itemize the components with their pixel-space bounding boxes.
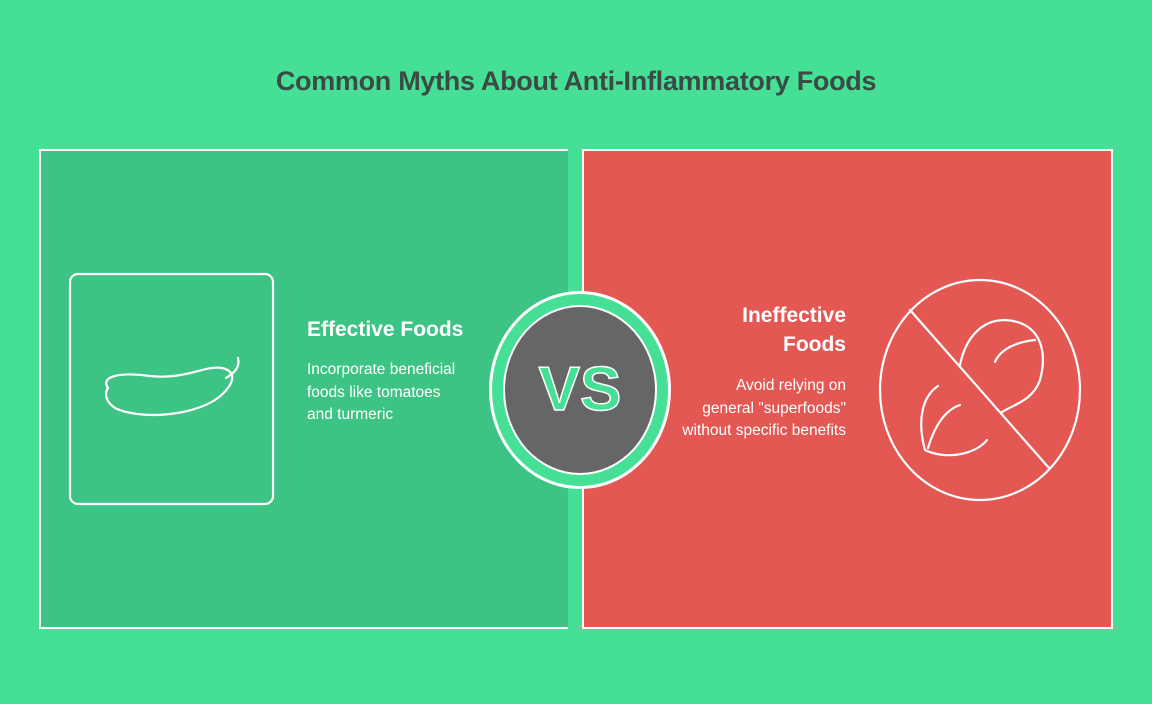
page-title: Common Myths About Anti-Inflammatory Foo… — [275, 66, 877, 96]
effective-foods-heading: Effective Foods — [307, 318, 464, 341]
vs-circle — [489, 149, 671, 630]
no-peanut-icon — [878, 278, 1082, 502]
effective-foods-text: Incorporate beneficial foods like tomato… — [307, 361, 456, 423]
ineffective-foods-text: Avoid relying on general "superfoods" wi… — [682, 377, 846, 439]
vs-label: VS — [538, 354, 622, 425]
effective-foods-panel — [39, 149, 570, 629]
ineffective-foods-heading: Ineffective Foods — [742, 304, 846, 356]
chili-pepper-icon — [68, 272, 275, 506]
